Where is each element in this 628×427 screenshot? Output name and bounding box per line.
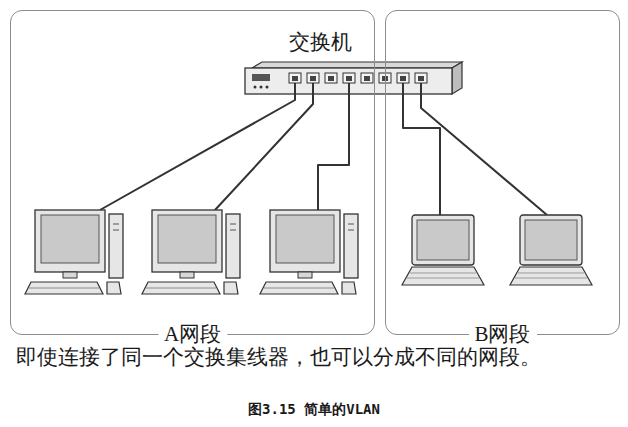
network-segment: B网段 bbox=[385, 10, 620, 335]
segment-label: B网段 bbox=[468, 324, 536, 345]
figure-caption: 图3.15 简单的VLAN bbox=[248, 401, 380, 419]
device-label: 交换机 bbox=[289, 32, 352, 53]
note-text: 即使连接了同一个交换集线器，也可以分成不同的网段。 bbox=[16, 345, 541, 370]
segment-label: A网段 bbox=[158, 324, 227, 345]
switch-node: 交换机 bbox=[285, 28, 380, 58]
network-segment: A网段 bbox=[10, 10, 375, 335]
